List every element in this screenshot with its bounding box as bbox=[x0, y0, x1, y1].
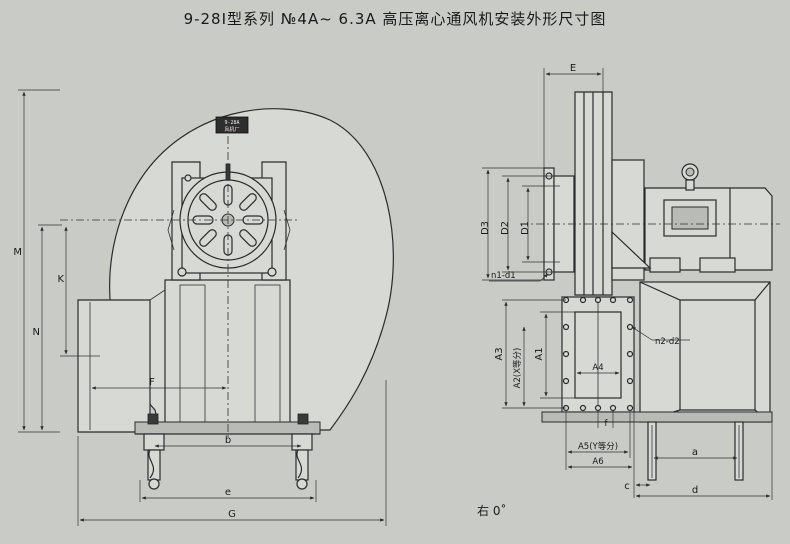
dim-label-b: b bbox=[225, 435, 231, 446]
dim-label-A1: A1 bbox=[534, 347, 545, 360]
bearing-pedestal bbox=[164, 279, 291, 431]
fan-base bbox=[134, 421, 321, 435]
dim-label-f: f bbox=[605, 419, 609, 429]
dim-label-E: E bbox=[570, 63, 576, 74]
rotation-note: 右 0˚ bbox=[477, 503, 506, 518]
side-anchor-bolt-right bbox=[734, 421, 744, 481]
drawing-title: 9-28Ⅰ型系列 №4A~ 6.3A 高压离心通风机安装外形尺寸图 bbox=[183, 10, 607, 28]
side-pedestal bbox=[639, 281, 771, 423]
nameplate-line2: 风机厂 bbox=[224, 126, 239, 133]
dim-label-F: F bbox=[149, 377, 155, 388]
outlet-duct bbox=[77, 299, 151, 433]
dim-label-d: d bbox=[692, 485, 698, 496]
nameplate-line1: 9-28A bbox=[224, 120, 239, 126]
anchor-bolt-right bbox=[291, 433, 313, 490]
dim-label-a: a bbox=[692, 447, 698, 458]
dim-label-M: M bbox=[13, 247, 22, 258]
dim-label-G: G bbox=[228, 509, 236, 520]
dim-label-e: e bbox=[225, 487, 231, 498]
dim-label-D3: D3 bbox=[480, 221, 491, 235]
label-n1-d1: n1-d1 bbox=[491, 271, 516, 281]
label-n2-d2: n2-d2 bbox=[655, 337, 680, 347]
dim-label-D2: D2 bbox=[500, 221, 511, 235]
dim-label-c: c bbox=[624, 481, 630, 492]
dim-label-K: K bbox=[57, 274, 64, 285]
dim-label-A5: A5(Y等分) bbox=[578, 441, 618, 452]
nameplate bbox=[215, 116, 249, 134]
flange-bolt-holes bbox=[562, 296, 634, 412]
dim-label-A2: A2(X等分) bbox=[512, 348, 523, 389]
front-view: 9-28A 风机厂 bbox=[13, 89, 394, 526]
dim-label-D1: D1 bbox=[520, 221, 531, 235]
dim-label-A6: A6 bbox=[592, 457, 603, 467]
dim-label-N: N bbox=[33, 327, 40, 338]
dim-label-A4: A4 bbox=[592, 363, 603, 373]
anchor-bolt-left bbox=[143, 433, 165, 490]
dim-label-A3: A3 bbox=[494, 347, 505, 360]
side-anchor-bolt-left bbox=[647, 421, 657, 481]
side-view: E D3 D2 D1 n1-d1 n2-d2 A bbox=[480, 63, 780, 500]
